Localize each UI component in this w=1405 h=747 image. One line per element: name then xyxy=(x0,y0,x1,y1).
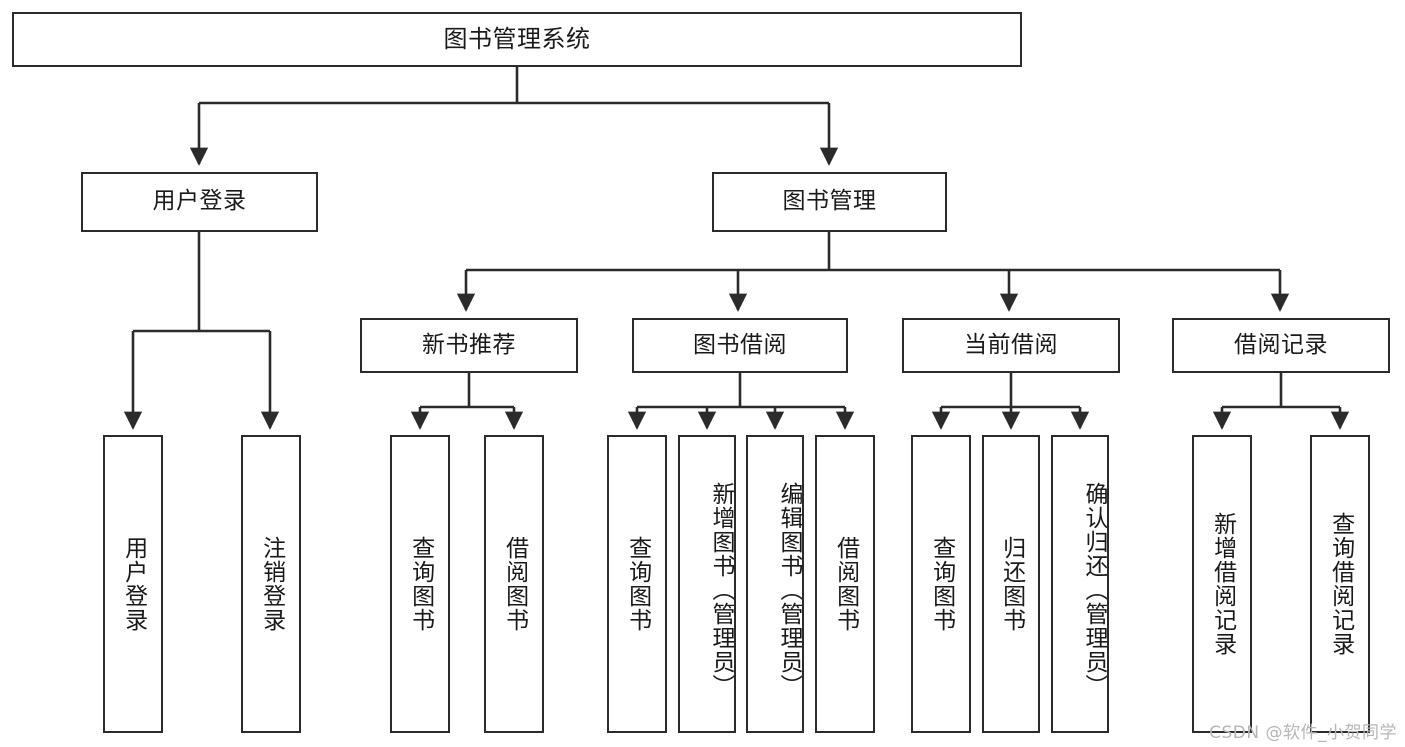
node-label: 注销登录 xyxy=(258,536,285,632)
leaf-query-book-borrow[interactable]: 查询图书 xyxy=(607,435,667,733)
node-label: 新增借阅记录 xyxy=(1209,512,1236,656)
node-current-borrowing[interactable]: 当前借阅 xyxy=(902,318,1120,373)
node-borrowing-record[interactable]: 借阅记录 xyxy=(1172,318,1390,373)
node-label: 借阅图书 xyxy=(501,536,528,632)
watermark-text: CSDN @软件_小贺同学 xyxy=(1209,723,1397,743)
node-label: 用户登录 xyxy=(120,536,147,632)
node-label: 新增图书（管理员） xyxy=(708,482,734,698)
node-label: 归还图书 xyxy=(998,536,1025,632)
node-label: 图书借阅 xyxy=(693,331,787,358)
node-label: 用户登录 xyxy=(152,188,247,215)
leaf-query-book-current[interactable]: 查询图书 xyxy=(911,435,971,733)
node-label: 查询图书 xyxy=(407,536,434,632)
node-label: 借阅图书 xyxy=(832,536,859,632)
node-root-book-management-system[interactable]: 图书管理系统 xyxy=(12,12,1022,67)
leaf-borrow-book[interactable]: 借阅图书 xyxy=(815,435,875,733)
leaf-borrow-book-newbook[interactable]: 借阅图书 xyxy=(484,435,544,733)
leaf-query-borrow-record[interactable]: 查询借阅记录 xyxy=(1310,435,1370,733)
node-label: 图书管理系统 xyxy=(443,25,591,54)
node-label: 编辑图书（管理员） xyxy=(776,482,802,698)
node-label: 当前借阅 xyxy=(964,331,1058,358)
node-user-login[interactable]: 用户登录 xyxy=(81,172,318,232)
leaf-return-book[interactable]: 归还图书 xyxy=(982,435,1040,733)
leaf-add-borrow-record[interactable]: 新增借阅记录 xyxy=(1192,435,1252,733)
leaf-confirm-return-admin[interactable]: 确认归还（管理员） xyxy=(1051,435,1109,733)
node-label: 查询图书 xyxy=(624,536,651,632)
node-label: 借阅记录 xyxy=(1234,331,1328,358)
leaf-query-book-newbook[interactable]: 查询图书 xyxy=(390,435,450,733)
node-label: 图书管理 xyxy=(782,188,877,215)
leaf-add-book-admin[interactable]: 新增图书（管理员） xyxy=(678,435,736,733)
node-book-borrowing[interactable]: 图书借阅 xyxy=(632,318,848,373)
node-label: 确认归还（管理员） xyxy=(1081,482,1107,698)
node-new-book-recommendation[interactable]: 新书推荐 xyxy=(360,318,578,373)
node-book-management[interactable]: 图书管理 xyxy=(712,172,947,232)
leaf-edit-book-admin[interactable]: 编辑图书（管理员） xyxy=(746,435,804,733)
node-label: 查询借阅记录 xyxy=(1327,512,1354,656)
leaf-logout[interactable]: 注销登录 xyxy=(241,435,301,733)
leaf-user-login[interactable]: 用户登录 xyxy=(103,435,163,733)
node-label: 查询图书 xyxy=(928,536,955,632)
node-label: 新书推荐 xyxy=(422,331,516,358)
